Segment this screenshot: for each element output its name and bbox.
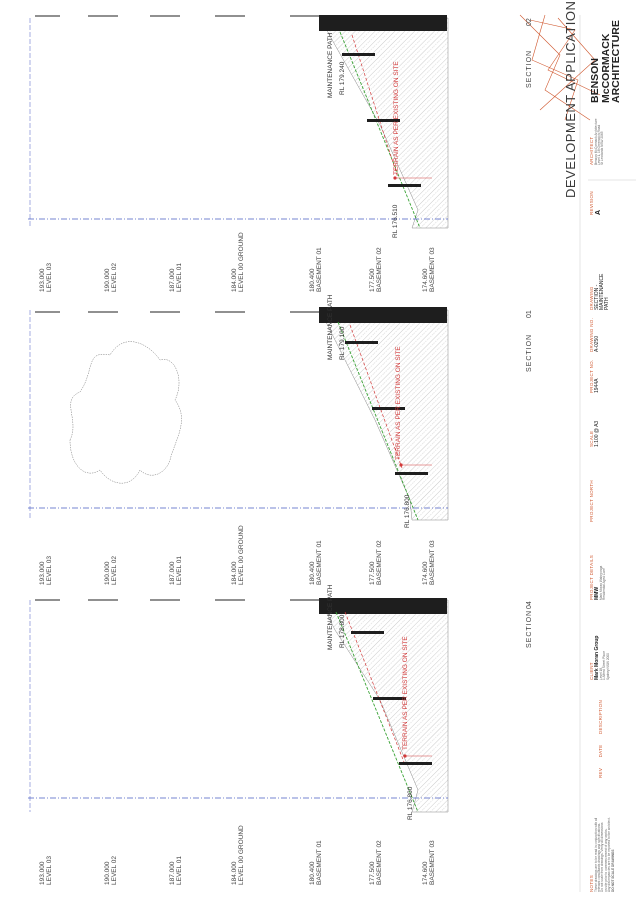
section-title: SECTION <box>526 333 533 372</box>
rl-label: RL 179.100 <box>339 326 346 360</box>
section-01-terrain-line <box>349 324 403 469</box>
rl-label: RL 178.800 <box>339 614 346 648</box>
drawing-title-block: DRAWING SECTION - MAINTENANCE PATH <box>589 273 611 310</box>
rl-label: RL 179.240 <box>339 61 346 95</box>
project-details-block: PROJECT DETAILS MMW Mark Moran Wahroonga… <box>589 554 607 600</box>
project-north-block: PROJECT NORTH <box>589 480 594 522</box>
section-title: SECTION <box>526 609 533 648</box>
terrain-note: TERRAIN AS PER EXISTING ON SITE <box>395 346 402 460</box>
path-label: MAINTENANCE PATH <box>327 32 334 99</box>
tree-outline <box>69 341 182 484</box>
section-01-step <box>395 472 428 475</box>
title-block-frame <box>579 15 636 892</box>
section-04-earth <box>319 599 449 813</box>
path-label: MAINTENANCE PATH <box>327 294 334 361</box>
section-01-graphic <box>28 307 449 521</box>
section-02-step <box>367 119 400 122</box>
section-02-step <box>342 53 375 56</box>
section-04-step <box>373 697 406 700</box>
terrain-note: TERRAIN AS PER EXISTING ON SITE <box>402 636 409 750</box>
section-01-slab <box>319 307 447 323</box>
section-title: SECTION <box>526 49 533 88</box>
section-01-step <box>345 341 378 344</box>
section-04-step <box>351 631 384 634</box>
path-label: MAINTENANCE PATH <box>327 584 334 651</box>
rl-label: RL 176.800 <box>407 786 414 820</box>
rl-label: RL 176.800 <box>404 494 411 528</box>
facade-marks <box>35 15 320 601</box>
terrain-note: TERRAIN AS PER EXISTING ON SITE <box>393 61 400 175</box>
firm-logo-mark <box>519 14 601 121</box>
section-02-earth <box>319 17 449 229</box>
section-number: 04 <box>526 601 533 609</box>
section-04-terrain-line <box>344 611 405 763</box>
development-application-title: DEVELOPMENT APPLICATION <box>563 0 578 198</box>
rl-label: RL 176.510 <box>392 204 399 238</box>
client-block: CLIENT Mark Moran Group Level 18, 1 Alfr… <box>589 635 610 680</box>
section-01-earth <box>319 309 449 521</box>
section-number: 01 <box>526 310 533 318</box>
notes-block: NOTES These drawings are to be read in c… <box>589 817 615 892</box>
section-01-step <box>372 407 405 410</box>
section-04-slab <box>319 598 447 614</box>
revision-block: REVISION A <box>589 191 602 215</box>
section-01-terrain-point <box>399 463 403 467</box>
section-number: 02 <box>526 18 533 26</box>
section-02-terrain-point <box>393 176 397 180</box>
section-04-step <box>399 762 432 765</box>
section-02-ground-line <box>339 31 421 229</box>
section-02-terrain-line <box>351 34 399 179</box>
architect-block: ARCHITECT Benson McCormack Architecture … <box>589 118 605 165</box>
section-02-graphic <box>28 15 449 229</box>
section-01-ground-line <box>337 321 419 521</box>
project-no-block: PROJECT NO. 1944A <box>589 359 600 393</box>
section-04-graphic <box>28 598 449 813</box>
section-02-slab <box>319 15 447 31</box>
revision-table: REV DATE DESCRIPTION <box>598 700 603 778</box>
section-02-step <box>388 184 421 187</box>
section-04-ground-line <box>335 611 419 813</box>
scale-block: SCALE 1:100 @ A3 <box>589 420 600 447</box>
drawing-no-block: DRAWING NO. A-0250 <box>589 317 600 352</box>
firm-name: BENSON McCORMACK ARCHITECTURE <box>589 20 622 103</box>
section-04-terrain-point <box>403 754 407 758</box>
